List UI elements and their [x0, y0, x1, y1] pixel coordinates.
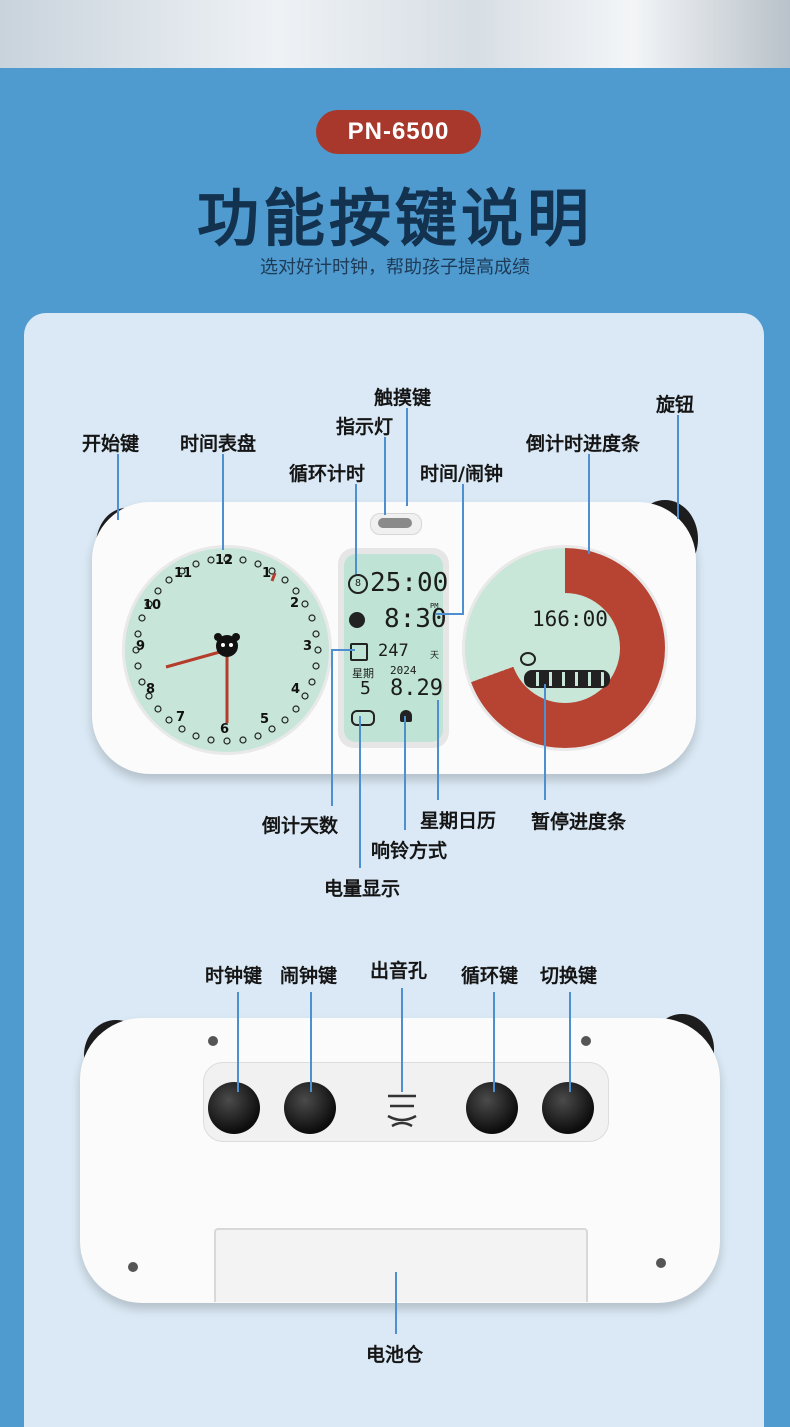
countdown-progress-ring: [462, 545, 668, 751]
label-start-key: 开始键: [82, 433, 140, 455]
leader-ring-mode: [404, 716, 406, 830]
dial-number-4: 4: [291, 682, 301, 697]
dial-number-6: 6: [220, 722, 230, 737]
leader-alarm-key: [310, 992, 312, 1092]
cycle-icon: 8: [348, 574, 368, 594]
screw-top-left: [208, 1036, 218, 1046]
page-subtitle: 选对好计时钟，帮助孩子提高成绩: [260, 257, 530, 278]
leader-knob: [677, 415, 679, 519]
battery-icon: [351, 710, 375, 726]
clock-icon: [349, 612, 365, 628]
bear-icon: [214, 633, 240, 657]
lcd-date: 8.29: [390, 676, 443, 701]
dial-number-12: 12: [215, 553, 234, 568]
screw-bottom-left: [128, 1262, 138, 1272]
label-battery-compartment: 电池仓: [366, 1344, 424, 1366]
pause-progress-bar: [524, 670, 610, 688]
dial-number-9: 9: [136, 639, 146, 654]
dial-number-3: 3: [303, 639, 313, 654]
label-alarm-key: 闹钟键: [280, 965, 338, 987]
dial-number-5: 5: [260, 712, 270, 727]
lcd-week-label: 星期: [352, 667, 374, 680]
second-hand-marker: [270, 572, 277, 582]
speaker-hole-icon: [387, 1094, 417, 1128]
label-countdown-bar: 倒计时进度条: [526, 433, 641, 455]
label-time-alarm: 时间/闹钟: [420, 463, 503, 485]
leader-speaker-hole: [401, 988, 403, 1092]
indicator-light: [378, 518, 412, 528]
leader-pause-bar: [544, 684, 546, 800]
label-time-dial: 时间表盘: [180, 433, 257, 455]
lcd-days-count: 247: [378, 641, 409, 661]
dial-number-2: 2: [290, 596, 300, 611]
time-dial-marks: [132, 555, 322, 745]
leader-battery-compartment: [395, 1272, 397, 1334]
leader-clock-key: [237, 992, 239, 1092]
label-clock-key: 时钟键: [205, 965, 263, 987]
leader-start-key: [117, 454, 119, 520]
dial-number-1: 1: [262, 566, 272, 581]
page-title: 功能按键说明: [196, 182, 593, 255]
lcd-clock-time: 8:30: [384, 604, 447, 634]
label-pause-bar: 暂停进度条: [531, 811, 627, 833]
leader-indicator-light: [384, 437, 386, 515]
leader-cycle-timer: [355, 484, 357, 574]
lcd-pm-mark: PM: [430, 602, 439, 610]
switch-key-button[interactable]: [542, 1082, 594, 1134]
label-indicator-light: 指示灯: [336, 416, 394, 438]
label-switch-key: 切换键: [540, 965, 598, 987]
leader-countdown-days-h: [331, 649, 355, 651]
label-ring-mode: 响铃方式: [371, 840, 448, 862]
label-speaker-hole: 出音孔: [370, 960, 428, 982]
dial-number-8: 8: [146, 682, 156, 697]
label-cycle-timer: 循环计时: [289, 463, 366, 485]
label-countdown-days: 倒计天数: [262, 815, 339, 837]
leader-cycle-key: [493, 992, 495, 1092]
leader-countdown-bar: [588, 454, 590, 554]
hour-hand: [165, 648, 228, 669]
cycle-key-button[interactable]: [466, 1082, 518, 1134]
leader-battery-display: [359, 716, 361, 868]
screw-bottom-right: [656, 1258, 666, 1268]
label-knob: 旋钮: [656, 394, 695, 416]
label-touch-key: 触摸键: [374, 387, 432, 409]
leader-time-dial: [222, 454, 224, 550]
label-week-calendar: 星期日历: [420, 810, 497, 832]
leader-switch-key: [569, 992, 571, 1092]
battery-compartment[interactable]: [214, 1228, 588, 1302]
lcd-year: 2024: [390, 664, 417, 677]
leader-time-alarm-v: [462, 484, 464, 614]
screw-top-right: [581, 1036, 591, 1046]
label-battery-display: 电量显示: [324, 878, 401, 900]
lcd-screen: 8 25:00 8:30 PM 247 天 星期 2024 5 8.29: [344, 554, 448, 742]
calendar-icon: [350, 643, 368, 661]
bell-icon: [400, 710, 412, 722]
lcd-cycle-time: 25:00: [370, 568, 449, 598]
right-lcd-timer: 166:00: [532, 607, 608, 631]
dial-number-7: 7: [176, 710, 186, 725]
dial-number-11: 11: [174, 566, 193, 581]
dial-dots: [132, 555, 322, 745]
lcd-week-day: 5: [360, 678, 371, 699]
leader-touch-key: [406, 408, 408, 506]
dial-number-10: 10: [143, 598, 162, 613]
model-badge: PN-6500: [316, 110, 481, 154]
back-button-recess: [203, 1062, 609, 1142]
leader-time-alarm-h: [436, 613, 464, 615]
leader-week-calendar: [437, 700, 439, 800]
clock-key-button[interactable]: [208, 1082, 260, 1134]
lcd-days-unit: 天: [430, 651, 440, 661]
label-cycle-key: 循环键: [461, 965, 519, 987]
leader-countdown-days-v: [331, 650, 333, 806]
product-photo-strip: [0, 0, 790, 68]
right-bear-icon: [520, 652, 536, 666]
